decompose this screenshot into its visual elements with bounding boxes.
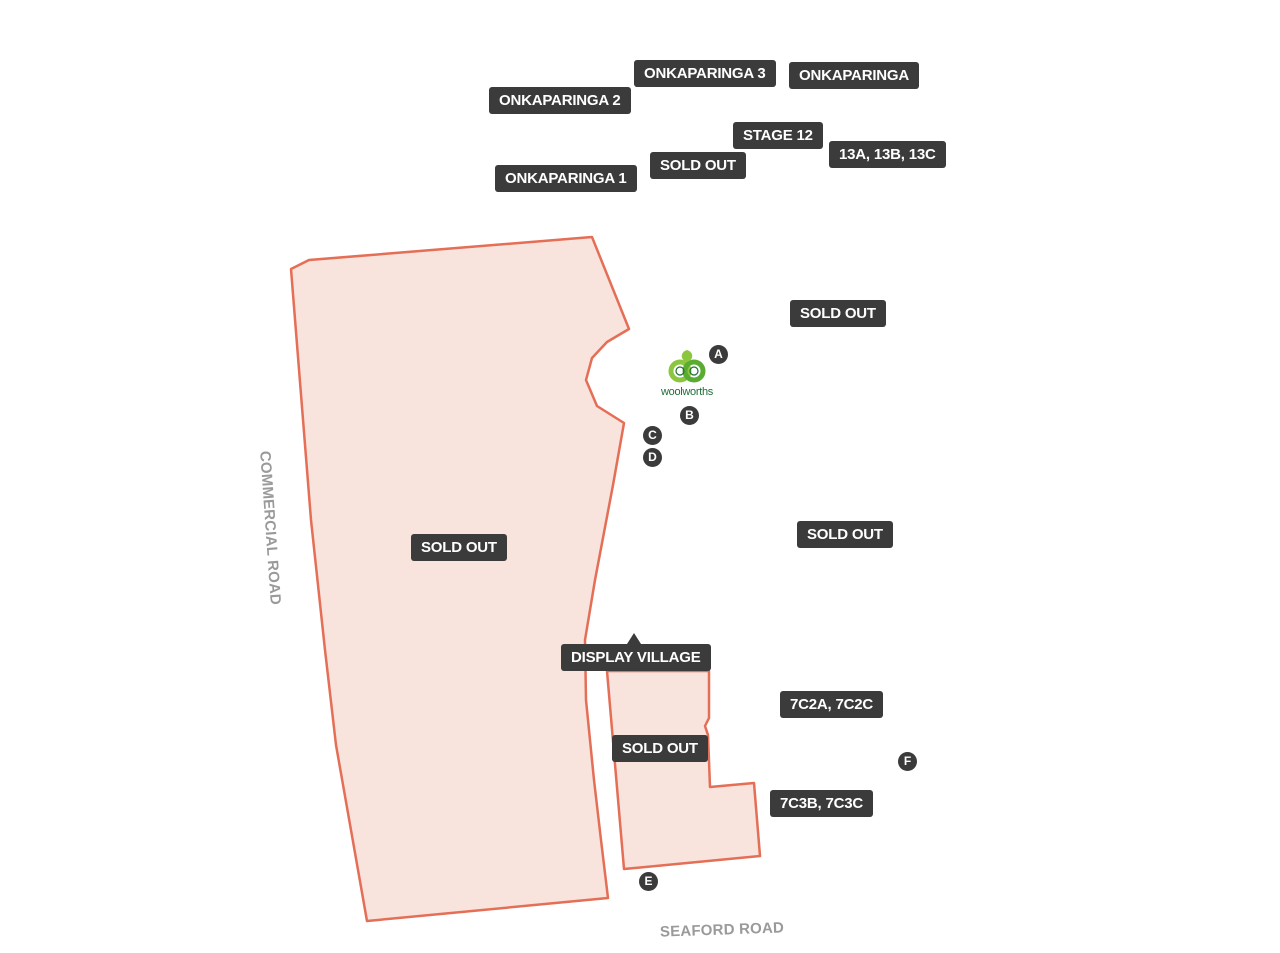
sold-out-stage-12-label[interactable]: SOLD OUT bbox=[650, 152, 746, 179]
marker-e[interactable]: E bbox=[639, 872, 658, 891]
lots-7c3-label[interactable]: 7C3B, 7C3C bbox=[770, 790, 874, 817]
onkaparinga-3-label[interactable]: ONKAPARINGA 3 bbox=[634, 60, 776, 87]
display-village-parcel[interactable] bbox=[605, 669, 762, 871]
marker-f[interactable]: F bbox=[898, 752, 917, 771]
marker-d[interactable]: D bbox=[643, 448, 662, 467]
woolworths-brand-text: woolworths bbox=[660, 386, 714, 398]
sold-out-parcel-west[interactable] bbox=[289, 235, 631, 923]
onkaparinga-label[interactable]: ONKAPARINGA bbox=[789, 62, 920, 89]
woolworths-logo[interactable]: woolworths bbox=[653, 348, 721, 402]
marker-a[interactable]: A bbox=[709, 345, 728, 364]
sold-out-east-upper-label[interactable]: SOLD OUT bbox=[790, 300, 886, 327]
display-village-label[interactable]: DISPLAY VILLAGE bbox=[561, 633, 711, 671]
sold-out-west-label[interactable]: SOLD OUT bbox=[411, 534, 507, 561]
marker-b[interactable]: B bbox=[680, 406, 699, 425]
woolworths-logo-icon bbox=[668, 350, 706, 383]
onkaparinga-1-label[interactable]: ONKAPARINGA 1 bbox=[495, 165, 637, 192]
lots-7c2-label[interactable]: 7C2A, 7C2C bbox=[780, 691, 884, 718]
onkaparinga-2-label[interactable]: ONKAPARINGA 2 bbox=[489, 87, 631, 114]
lots-13-label[interactable]: 13A, 13B, 13C bbox=[829, 141, 946, 168]
marker-c[interactable]: C bbox=[643, 426, 662, 445]
sold-out-east-lower-label[interactable]: SOLD OUT bbox=[797, 521, 893, 548]
stage-12-label[interactable]: STAGE 12 bbox=[733, 122, 823, 149]
sold-out-display-label[interactable]: SOLD OUT bbox=[612, 735, 708, 762]
